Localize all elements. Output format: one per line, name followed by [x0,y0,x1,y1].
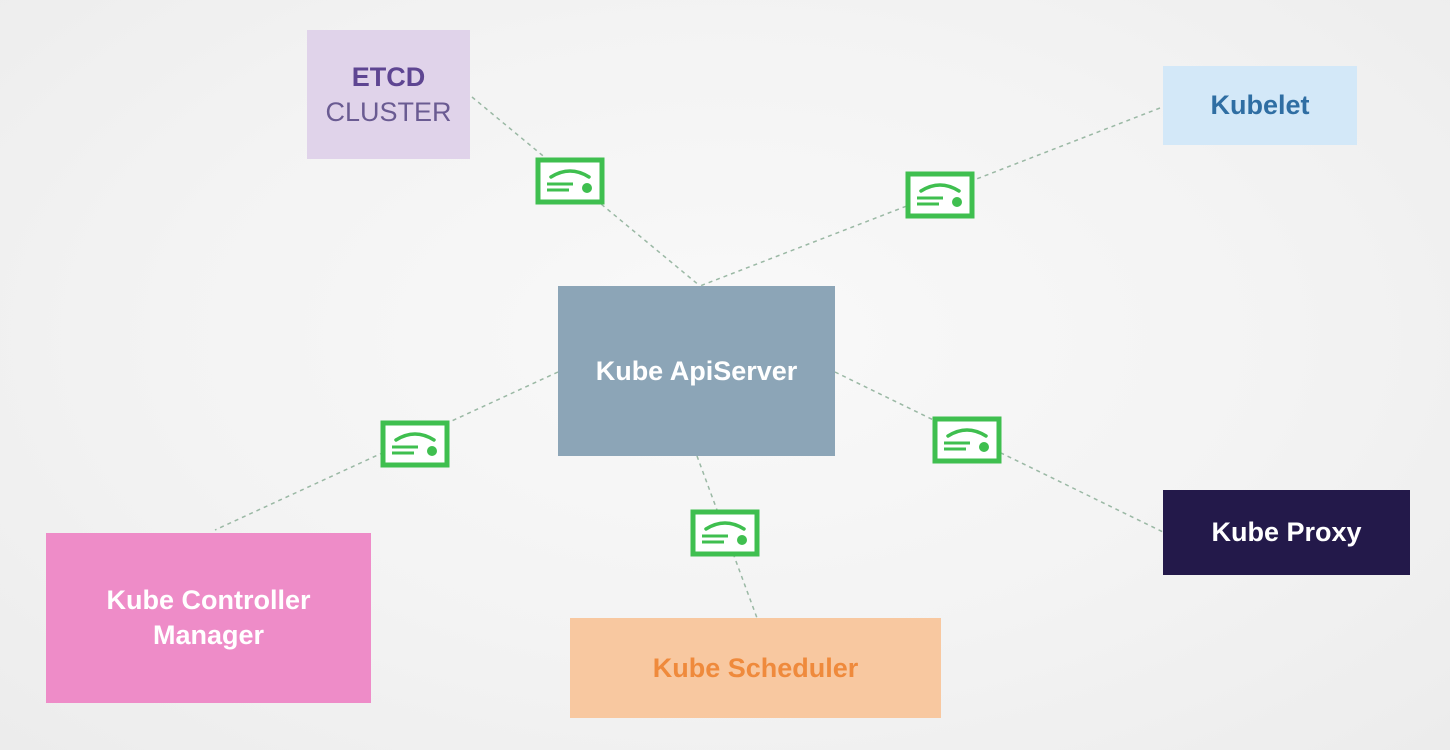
kube-apiserver-box: Kube ApiServer [558,286,835,456]
kube-proxy-box: Kube Proxy [1163,490,1410,575]
link-controller [214,371,559,531]
kube-controller-manager-box: Kube Controller Manager [46,533,371,703]
kubelet-label: Kubelet [1210,90,1310,120]
certificate-icon [932,416,1002,464]
controller-label-line2: Manager [152,620,265,650]
kubelet-box: Kubelet [1163,66,1357,145]
link-etcd [471,96,701,287]
certificate-icon [380,420,450,468]
apiserver-label: Kube ApiServer [595,355,798,386]
certificate-icon [905,171,975,219]
link-proxy [834,371,1164,533]
proxy-label: Kube Proxy [1211,517,1362,547]
scheduler-label: Kube Scheduler [652,652,859,683]
link-kubelet [699,107,1161,287]
cluster-label: CLUSTER [325,96,452,127]
certificate-icon [535,157,605,205]
etcd-label: ETCD [351,61,426,92]
kube-scheduler-box: Kube Scheduler [570,618,941,718]
certificate-icon [690,509,760,557]
etcd-cluster-box: ETCD CLUSTER [307,30,470,159]
controller-label-line1: Kube Controller [106,585,311,615]
